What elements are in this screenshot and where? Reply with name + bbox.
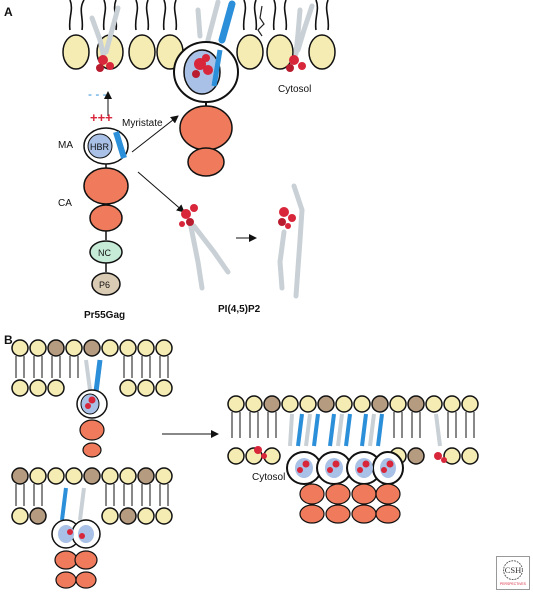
pip2-in-membrane-a [89, 3, 315, 72]
ca-domain-bound-1 [179, 105, 233, 151]
arrow-to-pip2 [137, 171, 185, 213]
hbr-region [87, 133, 113, 159]
pip2-label: PI(4,5)P2 [218, 304, 261, 315]
arrow-to-bound-gag [131, 115, 179, 153]
myristate-chain [113, 131, 127, 159]
bilayer-b3 [227, 395, 479, 524]
hbr-label: HBR [90, 142, 110, 152]
ma-label: MA [58, 140, 73, 151]
ca-domain-2 [89, 204, 123, 232]
pip2-molecule-2 [277, 183, 305, 299]
cytosol-label-a: Cytosol [278, 84, 311, 95]
logo-text-perspectives: PERSPECTIVES [500, 582, 527, 586]
ca-domain-bound-2 [187, 147, 225, 177]
pr55gag-unbound: MA Myristate HBR CA NC P6 Pr55Gag [58, 118, 163, 321]
negative-charges: - - - [88, 87, 107, 101]
pip2-molecule-1 [179, 204, 231, 291]
ca-domain-1 [83, 167, 129, 205]
myristate-label: Myristate [122, 118, 163, 129]
p6-domain [91, 272, 121, 296]
p6-label: P6 [99, 280, 110, 290]
pr55gag-label: Pr55Gag [84, 310, 125, 321]
positive-charges: +++ [90, 110, 113, 125]
ca-label: CA [58, 198, 72, 209]
bilayer-b1 [11, 339, 173, 458]
csh-perspectives-logo: CSH PERSPECTIVES [496, 556, 530, 590]
logo-text-csh: CSH [505, 565, 521, 575]
cytosol-label-b: Cytosol [252, 472, 285, 483]
nc-label: NC [98, 248, 111, 258]
panel-b-letter: B [4, 333, 13, 347]
panel-a-letter: A [4, 5, 13, 19]
bilayer-b2 [11, 467, 173, 589]
logo-mark: CSH PERSPECTIVES [500, 560, 527, 586]
ma-domain-bound [173, 41, 239, 103]
